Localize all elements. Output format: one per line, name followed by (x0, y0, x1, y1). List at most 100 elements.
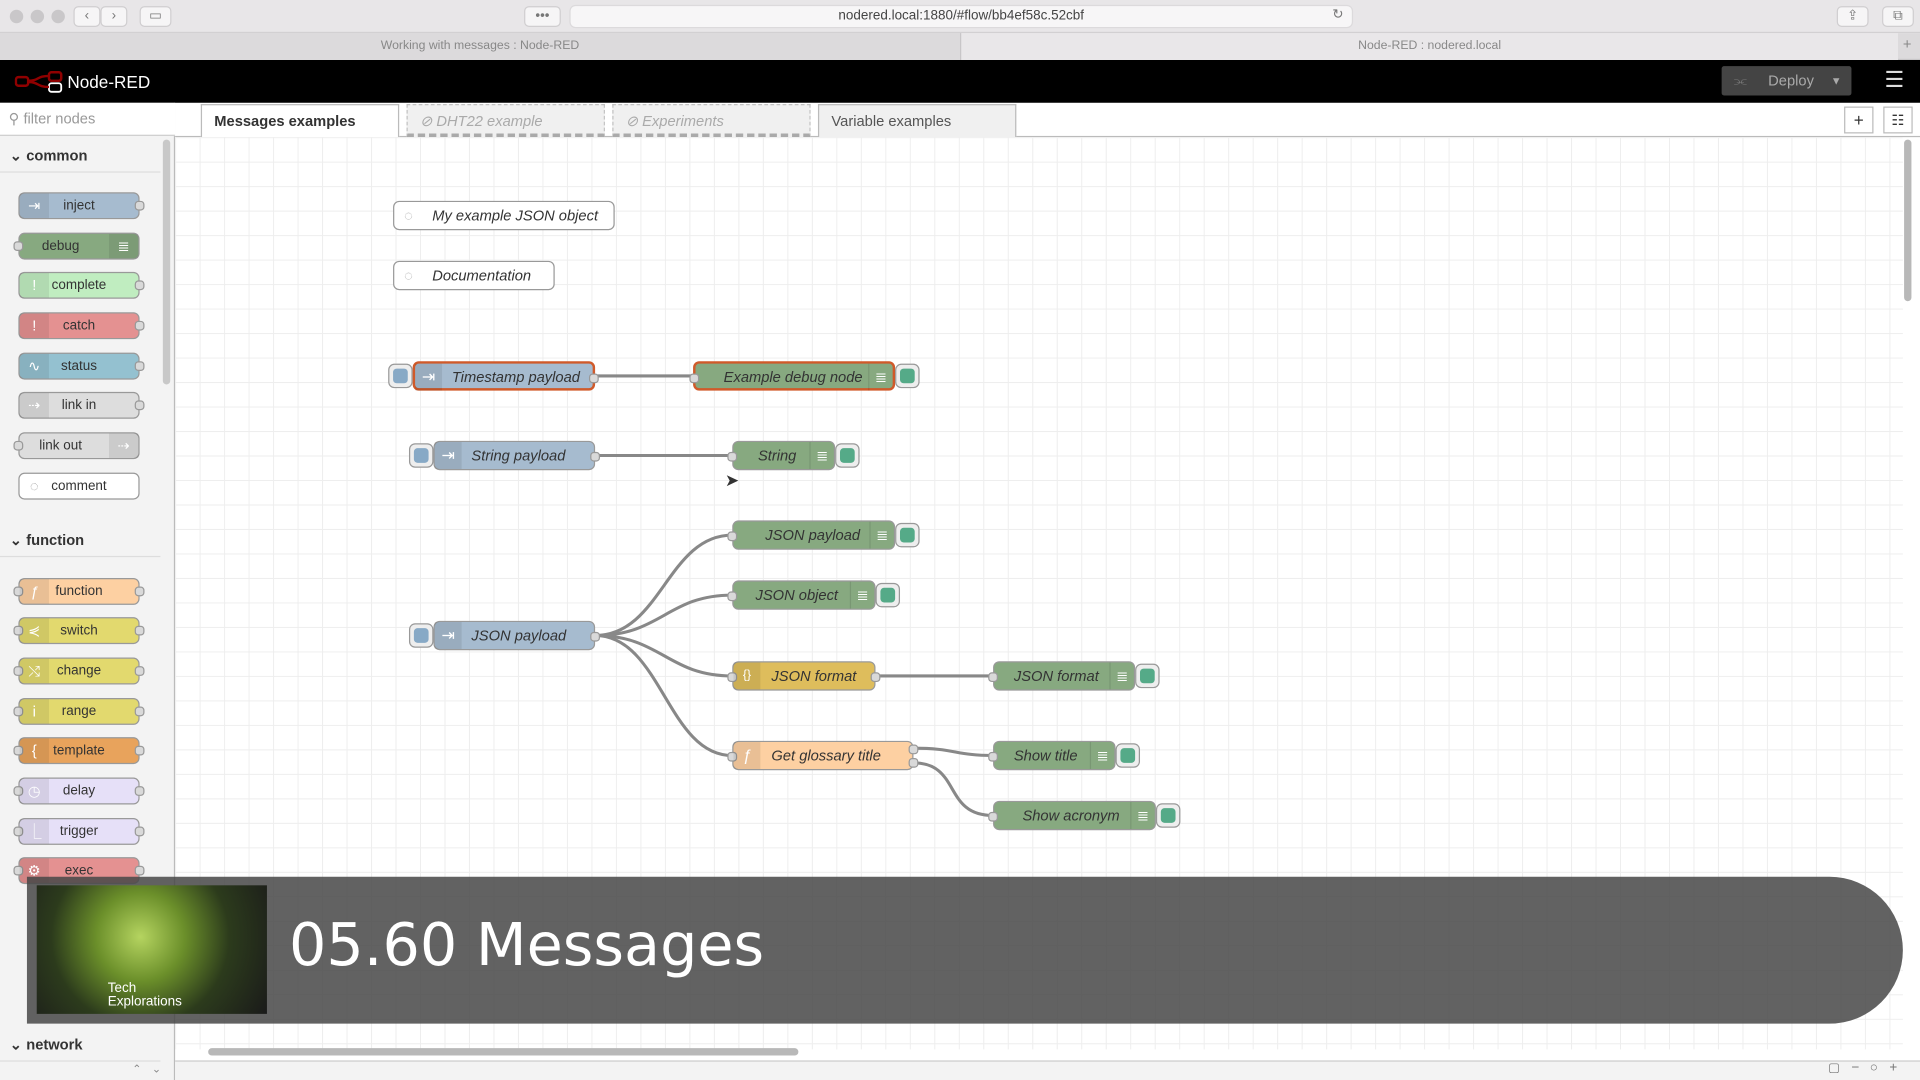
output-port[interactable] (870, 672, 881, 683)
brace-icon: { (19, 738, 49, 763)
new-tab-icon[interactable]: + (1902, 35, 1912, 53)
palette-node-template[interactable]: {template (13, 737, 145, 765)
list-flows-icon[interactable]: ☷ (1883, 106, 1913, 134)
input-port[interactable] (689, 373, 700, 384)
sidebar-toggle-icon[interactable]: ▭ (139, 6, 172, 27)
close-window-icon[interactable] (9, 9, 24, 24)
input-port[interactable] (727, 591, 738, 602)
palette-node-switch[interactable]: ⋞switch (13, 617, 145, 645)
tab-variable-examples[interactable]: Variable examples (817, 104, 1017, 138)
palette-node-debug[interactable]: debug≣ (13, 232, 140, 260)
inject-node[interactable]: ⇥String payload (433, 440, 601, 471)
node-label: Show acronym (1022, 806, 1120, 825)
debug-list-icon: ≣ (1130, 802, 1154, 829)
inject-trigger-button[interactable] (408, 443, 434, 468)
url-bar[interactable]: nodered.local:1880/#flow/bb4ef58c.52cbf (569, 4, 1354, 29)
debug-toggle-button[interactable] (895, 522, 920, 548)
palette-node-catch[interactable]: !catch (18, 312, 145, 340)
browser-tab-active[interactable]: Working with messages : Node-RED (0, 33, 961, 61)
browser-tab[interactable]: Node-RED : nodered.local (960, 33, 1898, 61)
debug-toggle-button[interactable] (835, 443, 860, 468)
debug-node[interactable]: String≣ (727, 440, 836, 471)
debug-node[interactable]: JSON object≣ (727, 580, 876, 610)
inject-trigger-button[interactable] (408, 623, 434, 648)
palette-node-link-out[interactable]: link out⇢ (13, 432, 140, 460)
debug-toggle-button[interactable] (1135, 663, 1160, 689)
reload-icon[interactable]: ↻ (1332, 7, 1344, 23)
horizontal-scrollbar[interactable] (208, 1048, 799, 1056)
forward-icon[interactable]: › (100, 6, 128, 27)
tech-explorations-logo: Tech Explorations (107, 980, 182, 1009)
inject-trigger-button[interactable] (388, 363, 413, 389)
palette-category-network[interactable]: ⌄ network (0, 1027, 161, 1062)
zoom-in-icon[interactable]: + (1889, 1060, 1898, 1076)
inject-node[interactable]: ⇥JSON payload (433, 620, 601, 651)
category-label: function (26, 531, 85, 549)
palette-scrollbar[interactable] (162, 139, 171, 385)
node-label: status (60, 358, 97, 374)
comment-node[interactable]: ◌My example JSON object (393, 200, 615, 231)
tabs-overview-icon[interactable]: ⧉ (1882, 6, 1914, 27)
tab-dht22-example[interactable]: ⊘ DHT22 example (406, 104, 605, 138)
json-node[interactable]: {}JSON format (727, 661, 881, 691)
chevron-down-icon[interactable]: ▼ (1830, 74, 1842, 87)
collapse-down-icon[interactable]: ⌄ (151, 1062, 162, 1076)
node-label: inject (63, 198, 95, 214)
collapse-up-icon[interactable]: ⌃ (132, 1062, 142, 1076)
debug-toggle-button[interactable] (1115, 743, 1141, 768)
vertical-scrollbar[interactable] (1904, 139, 1912, 302)
minimize-window-icon[interactable] (30, 9, 45, 24)
deploy-button[interactable]: ⫘ Deploy ▼ (1721, 66, 1852, 96)
debug-node[interactable]: Example debug node≣ (689, 361, 896, 391)
palette-category-function[interactable]: ⌄ function (0, 522, 161, 558)
tab-experiments[interactable]: ⊘ Experiments (612, 104, 811, 138)
input-port[interactable] (988, 751, 998, 762)
palette-node-delay[interactable]: ◷delay (13, 777, 145, 805)
inject-node[interactable]: ⇥Timestamp payload (412, 361, 599, 391)
share-icon[interactable]: ⇪ (1836, 6, 1869, 27)
input-port[interactable] (727, 531, 738, 542)
output-port-2[interactable] (908, 757, 919, 768)
input-port[interactable] (727, 451, 738, 462)
input-port[interactable] (727, 751, 738, 762)
comment-label: Documentation (432, 266, 532, 285)
comment-node[interactable]: ◌Documentation (393, 260, 555, 291)
debug-toggle-button[interactable] (875, 582, 901, 608)
add-flow-button[interactable]: + (1844, 106, 1874, 134)
back-icon[interactable]: ‹ (73, 6, 101, 27)
output-port[interactable] (590, 631, 601, 642)
debug-node[interactable]: Show acronym ≣ (988, 800, 1156, 831)
palette-node-status[interactable]: ∿status (18, 352, 145, 380)
palette-node-link-in[interactable]: ⇢link in (18, 391, 145, 419)
node-label: exec (64, 863, 94, 878)
palette-category-common[interactable]: ⌄ common (0, 138, 161, 173)
palette-node-complete[interactable]: !complete (18, 271, 145, 299)
debug-node[interactable]: JSON payload≣ (727, 520, 896, 550)
zoom-out-icon[interactable]: − (1851, 1060, 1860, 1076)
palette-node-change[interactable]: ⤭change (13, 657, 145, 685)
filter-nodes-input[interactable]: ⚲ filter nodes (0, 102, 176, 136)
input-port[interactable] (988, 672, 998, 683)
input-port[interactable] (988, 811, 998, 822)
debug-toggle-button[interactable] (1155, 803, 1181, 828)
menu-icon[interactable]: ☰ (1884, 67, 1905, 92)
debug-toggle-button[interactable] (895, 363, 920, 389)
palette-node-inject[interactable]: ⇥inject (18, 192, 145, 220)
debug-node[interactable]: JSON format≣ (988, 661, 1136, 691)
output-port-1[interactable] (908, 744, 919, 755)
navigator-icon[interactable]: ▢ (1828, 1061, 1840, 1076)
output-port (134, 786, 145, 796)
output-port[interactable] (588, 373, 599, 384)
extensions-button[interactable]: ••• (524, 6, 561, 27)
zoom-window-icon[interactable] (51, 9, 65, 24)
palette-node-trigger[interactable]: ⎿trigger (13, 817, 145, 845)
input-port[interactable] (727, 672, 738, 683)
output-port[interactable] (590, 451, 601, 462)
palette-node-comment[interactable]: ◌comment (18, 472, 140, 500)
debug-node[interactable]: Show title≣ (988, 740, 1116, 771)
tab-messages-examples[interactable]: Messages examples (200, 104, 400, 138)
zoom-reset-icon[interactable]: ○ (1869, 1060, 1878, 1076)
